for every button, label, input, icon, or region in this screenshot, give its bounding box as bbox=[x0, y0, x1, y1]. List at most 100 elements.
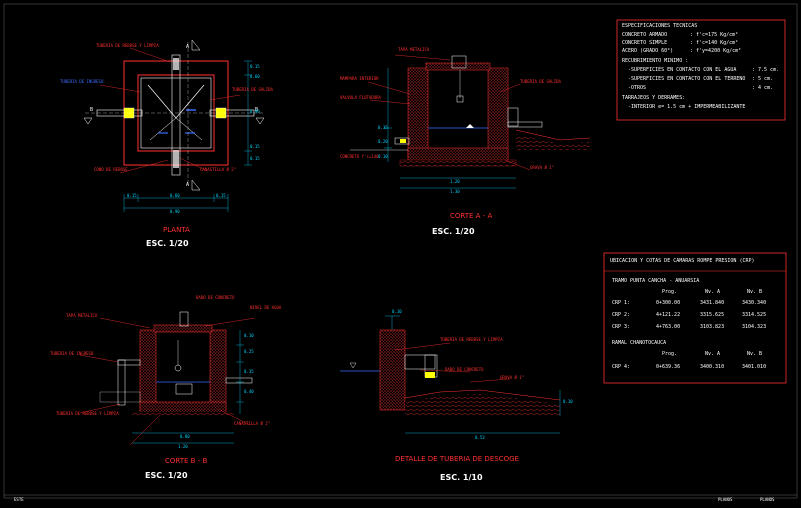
footer-mid: PLANOS bbox=[718, 497, 733, 502]
marker-b-right: B bbox=[255, 107, 259, 113]
planta-view bbox=[83, 39, 265, 212]
corte-aa-scale: ESC. 1/20 bbox=[432, 227, 475, 236]
spec-title: ESPECIFICACIONES TECNICAS bbox=[622, 23, 698, 29]
note-planta-ingreso: TUBERIA DE INGRESO bbox=[60, 79, 104, 84]
spec-row-2-label: ACERO (GRADO 60°) bbox=[622, 48, 674, 54]
table-row-3-name: CRP 4: bbox=[612, 364, 631, 370]
note-det-grava: GRAVA Ø 1" bbox=[500, 375, 525, 380]
note-bb-ingreso: TUBERIA DE INGRESO bbox=[50, 351, 94, 356]
dim-planta-r2: 0.60 bbox=[250, 74, 260, 79]
footer-left: ESTE bbox=[14, 497, 24, 502]
table-row-2-name: CRP 3: bbox=[612, 324, 631, 330]
spec-row-1-value: : f'c=140 Kg/cm² bbox=[690, 40, 739, 46]
dim-bb-4: 0.40 bbox=[244, 389, 254, 394]
note-aa-salida: TUBERIA DE SALIDA bbox=[520, 79, 561, 84]
spec-recub-2-label: -OTROS bbox=[628, 85, 647, 91]
dim-aa-3: 0.10 bbox=[378, 154, 388, 159]
note-aa-grava: GRAVA Ø 1" bbox=[530, 165, 555, 170]
note-bb-tapa: TAPA METALICA bbox=[66, 313, 98, 318]
spec-tarrajeo-title: TARRAJEOS Y DERRAMES: bbox=[622, 95, 686, 101]
note-bb-canastilla: CANASTILLA Ø 2" bbox=[234, 421, 271, 426]
note-aa-concreto: CONCRETO f'c=140 bbox=[340, 154, 379, 159]
table-section-2: RAMAL CHANOTOCAUCA bbox=[612, 340, 667, 346]
table2-header-b: Nv. B bbox=[747, 351, 763, 357]
dim-aa-1: 0.35 bbox=[378, 125, 388, 130]
spec-row-0-label: CONCRETO ARMADO bbox=[622, 32, 668, 38]
spec-recub-title: RECUBRIMIENTO MINIMO : bbox=[622, 58, 689, 64]
spec-recub-1-label: -SUPERFICIES EN CONTACTO CON EL TERRENO bbox=[628, 76, 746, 82]
note-planta-cono: CONO DE REBOSE bbox=[94, 167, 128, 172]
marker-a-bottom: A bbox=[186, 182, 190, 188]
note-bb-nivel: NIVEL DE AGUA bbox=[250, 305, 282, 310]
table-row-3-prog: 0+639.36 bbox=[656, 364, 681, 370]
dim-bb-2: 0.25 bbox=[244, 349, 254, 354]
note-planta-canastilla: CANASTILLA Ø 2" bbox=[200, 167, 237, 172]
table-row-1-b: 3314.525 bbox=[742, 312, 767, 318]
table-section-1: TRAMO PUNTA CANCHA - ANUARSIA bbox=[612, 278, 700, 284]
note-det-dado: DADO DE CONCRETO bbox=[445, 367, 484, 372]
corte-bb-view bbox=[79, 311, 256, 446]
table-row-3-b: 3401.010 bbox=[742, 364, 767, 370]
note-aa-valvula: VALVULA FLOTADORA bbox=[340, 95, 381, 100]
table-row-0-a: 3431.840 bbox=[700, 300, 725, 306]
spec-recub-1-value: : 5 cm. bbox=[752, 76, 774, 82]
table-row-0-b: 3430.340 bbox=[742, 300, 767, 306]
dim-bb-b1: 0.80 bbox=[180, 434, 190, 439]
table-title: UBICACION Y COTAS DE CAMARAS ROMPE PRESI… bbox=[610, 258, 755, 264]
dim-planta-b2: 0.60 bbox=[170, 193, 180, 198]
sheet-border bbox=[3, 3, 798, 499]
table-row-3-a: 3400.310 bbox=[700, 364, 725, 370]
marker-b-left: B bbox=[90, 107, 94, 113]
dim-planta-b1: 0.15 bbox=[127, 193, 137, 198]
note-det-tuberia: TUBERIA DE REBOSE Y LIMPIA bbox=[440, 337, 503, 342]
dim-aa-b1: 1.20 bbox=[450, 179, 460, 184]
table2-header-a: Nv. A bbox=[705, 351, 721, 357]
table-row-2-b: 3104.323 bbox=[742, 324, 767, 330]
table-row-1-name: CRP 2: bbox=[612, 312, 631, 318]
spec-box-frame bbox=[616, 19, 786, 121]
spec-row-1-label: CONCRETO SIMPLE bbox=[622, 40, 668, 46]
dim-planta-r3: 0.90 bbox=[250, 109, 260, 114]
planta-title: PLANTA bbox=[163, 226, 190, 234]
detalle-view bbox=[340, 315, 561, 434]
corte-bb-scale: ESC. 1/20 bbox=[145, 471, 188, 480]
table-row-0-name: CRP 1: bbox=[612, 300, 631, 306]
dim-planta-r5: 0.15 bbox=[250, 156, 260, 161]
corte-bb-title: CORTE B - B bbox=[165, 457, 208, 465]
footer-right: PLANOS bbox=[760, 497, 775, 502]
table-header-a: Nv. A bbox=[705, 289, 721, 295]
table-row-2-prog: 4+763.00 bbox=[656, 324, 681, 330]
note-planta-salida: TUBERIA DE SALIDA bbox=[232, 87, 273, 92]
planta-scale: ESC. 1/20 bbox=[146, 239, 189, 248]
note-aa-tapa: TAPA METALICA bbox=[398, 47, 430, 52]
note-aa-mampara: MAMPARA INTERIOR bbox=[340, 76, 379, 81]
dim-aa-2: 0.20 bbox=[378, 139, 388, 144]
dim-bb-3: 0.35 bbox=[244, 369, 254, 374]
table-row-1-prog: 4+121.22 bbox=[656, 312, 681, 318]
detalle-scale: ESC. 1/10 bbox=[440, 473, 483, 482]
note-bb-tuberia: TUBERIA DE REBOSE Y LIMPIA bbox=[56, 411, 119, 416]
corte-aa-view bbox=[350, 54, 591, 189]
dim-bb-1: 0.10 bbox=[244, 333, 254, 338]
dim-det-1: 0.10 bbox=[392, 309, 402, 314]
table-row-0-prog: 0+300.00 bbox=[656, 300, 681, 306]
dim-det-3: 0.10 bbox=[563, 399, 573, 404]
spec-tarrajeo-row: -INTERIOR e= 1.5 cm + IMPERMEABILIZANTE bbox=[628, 104, 746, 110]
spec-recub-0-value: : 7.5 cm. bbox=[752, 67, 780, 73]
spec-row-2-value: : f'y=4200 Kg/cm² bbox=[690, 48, 742, 54]
table-header-b: Nv. B bbox=[747, 289, 763, 295]
corte-aa-title: CORTE A - A bbox=[450, 212, 493, 220]
table-row-1-a: 3315.625 bbox=[700, 312, 725, 318]
dim-det-2: 0.53 bbox=[475, 435, 485, 440]
table-frame bbox=[603, 252, 787, 384]
spec-row-0-value: : f'c=175 Kg/cm² bbox=[690, 32, 739, 38]
spec-recub-2-value: : 4 cm. bbox=[752, 85, 774, 91]
note-bb-dado: DADO DE CONCRETO bbox=[196, 295, 235, 300]
dim-aa-b2: 1.30 bbox=[450, 189, 460, 194]
note-planta-tuberia: TUBERIA DE REBOSE Y LIMPIA bbox=[96, 43, 159, 48]
dim-planta-r1: 0.15 bbox=[250, 64, 260, 69]
table-row-2-a: 3103.823 bbox=[700, 324, 725, 330]
marker-a-top: A bbox=[186, 44, 190, 50]
